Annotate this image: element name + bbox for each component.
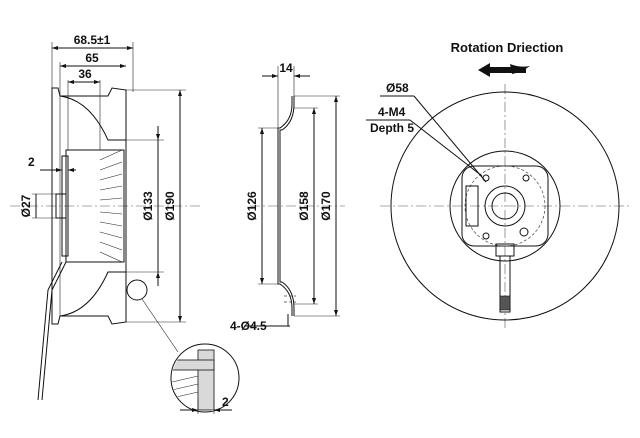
detail-view: 2: [170, 343, 240, 414]
hub-leader: [413, 95, 487, 183]
dim-overall-width: 68.5±1: [74, 33, 111, 47]
cable-2: [41, 261, 67, 401]
detail-circle: [170, 343, 240, 413]
middle-view: 14 Ø126 Ø158 Ø170 4-Ø4.5: [230, 61, 345, 333]
dim-hub-27: Ø27: [19, 194, 33, 217]
hub: [55, 193, 67, 219]
front-view: Rotation Driection Ø58: [366, 40, 630, 330]
rating-label: [465, 185, 479, 227]
dim-158: Ø158: [297, 191, 311, 221]
dim-width-36: 36: [78, 67, 92, 81]
outer-disc: [390, 91, 620, 321]
lower-blade: [59, 271, 126, 317]
dim-126: Ø126: [245, 191, 259, 221]
thread-hole-2: [522, 174, 530, 182]
detail-marker-circle: [126, 279, 148, 301]
thread-hole-4: [519, 227, 529, 237]
thread-size: 4-M4: [378, 105, 406, 119]
dim-inlet-133: Ø133: [141, 191, 155, 221]
detail-leader: [141, 298, 179, 353]
dim-width-65: 65: [85, 51, 99, 65]
bolt-circle: [464, 165, 546, 247]
dim-outer-190: Ø190: [163, 191, 177, 221]
inlet-ring-profile: [277, 96, 293, 316]
upper-blade: [59, 95, 126, 141]
dim-holes: 4-Ø4.5: [230, 319, 267, 333]
motor-fins: [99, 149, 123, 263]
thread-leader: [409, 119, 483, 177]
dim-depth-14: 14: [279, 61, 293, 75]
inlet-circle: [449, 150, 561, 262]
side-view: 68.5±1 65 36 2 Ø27 Ø133: [10, 33, 200, 401]
left-arrow-icon: [478, 63, 530, 77]
inlet-ring-profile-inner: [279, 96, 295, 316]
hub-inner: [491, 192, 519, 220]
cable-end: [499, 295, 511, 311]
dim-hub-58: Ø58: [386, 81, 409, 95]
detail-flange: [172, 359, 215, 371]
thread-hole-3: [482, 232, 490, 240]
motor-flange: [61, 155, 69, 257]
thread-depth: Depth 5: [370, 121, 414, 135]
cable: [37, 261, 63, 401]
rotation-title: Rotation Driection: [451, 40, 564, 55]
dim-2-side: 2: [28, 155, 35, 169]
detail-plate: [197, 349, 215, 411]
detail-dim-2: 2: [222, 395, 229, 409]
dim-170: Ø170: [319, 191, 333, 221]
cable-front: [499, 255, 511, 313]
hub-outer: [484, 185, 526, 227]
